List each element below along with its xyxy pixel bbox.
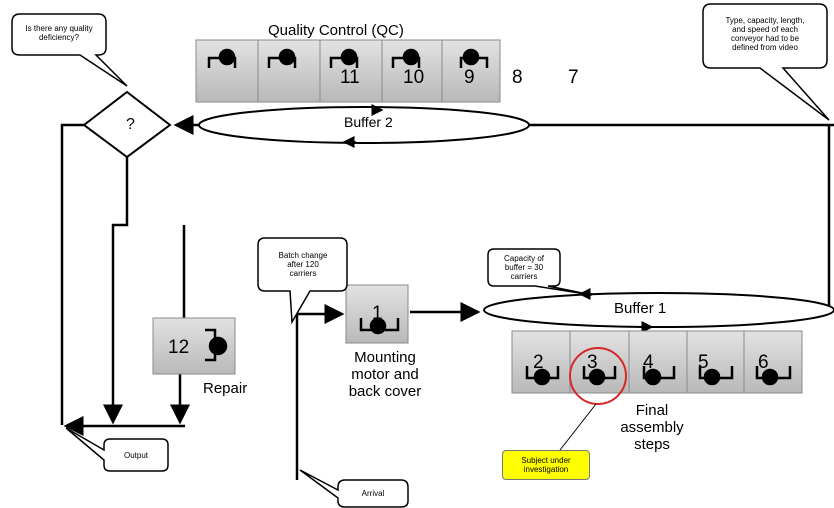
callout-line: investigation [523,465,569,474]
mounting-label-line: motor and [351,366,419,383]
subject-highlight-circle [569,347,627,405]
qc-stations [195,39,501,103]
quality-question-bubble [11,13,128,87]
mounting-label: Mounting motor and back cover [345,349,425,400]
output-text: Output [123,451,148,460]
callout-line: deficiency? [38,33,80,42]
batch-change-bubble [257,237,348,325]
callout-shapes [11,3,830,508]
carrier-icon [359,317,400,335]
assembly-station [628,330,688,394]
conveyor-definition-text: Type, capacity, length, and speed of eac… [706,16,824,52]
qc-extra-number: 8 [512,67,523,88]
decision-symbol: ? [126,116,135,133]
callout-line: Is there any quality [25,24,93,33]
batch-change-text: Batch change after 120 carriers [262,251,344,278]
callout-line: Subject under [521,456,571,465]
final-assembly-label: Final assembly steps [617,402,687,453]
mounting-label-line: back cover [348,383,422,400]
buffer1-label: Buffer 1 [614,300,667,317]
buffer-capacity-bubble [487,248,593,296]
assembly-station-number: 6 [758,352,769,373]
subject-pointer [559,403,597,451]
output-bubble [65,427,169,472]
mounting-label-line: Mounting [354,349,416,366]
output-flow [60,123,84,425]
carrier-icon [205,328,228,362]
final-assembly-label-line: Final [635,402,669,419]
buffer1-ellipse [483,292,834,328]
arrival-bubble [299,469,409,508]
carrier-icon [207,48,489,68]
quality-question-text: Is there any quality deficiency? [14,24,104,42]
callout-line: buffer = 30 [504,263,544,272]
final-assembly-label-line: steps [634,436,670,453]
arrival-text: Arrival [361,489,385,498]
repair-label: Repair [203,380,248,397]
buffer2-label: Buffer 2 [344,114,393,130]
qc-extra-number: 7 [568,67,579,88]
callout-line: carriers [510,272,538,281]
repair-flow [103,157,129,425]
buffer2-ellipse [198,106,530,144]
callout-line: Type, capacity, length, [725,16,805,25]
buffer-capacity-text: Capacity of buffer = 30 carriers [490,254,558,281]
mounting-station-number: 1 [372,303,383,324]
subject-under-investigation-label: Subject under investigation [502,450,590,480]
final-assembly-label-line: assembly [620,419,684,436]
assembly-station-number: 5 [698,352,709,373]
final-assembly-stations [511,330,803,394]
qc-station-number: 11 [340,67,360,88]
assembly-station-number: 3 [587,352,598,373]
callout-line: carriers [289,269,317,278]
qc-title: Quality Control (QC) [268,22,404,39]
callout-line: after 120 [287,260,319,269]
qc-station [441,39,501,103]
conveyor-definition-bubble [702,3,830,121]
callout-line: defined from video [732,43,798,52]
callout-line: Batch change [278,251,328,260]
callout-line: Capacity of [503,254,545,263]
assembly-station-number: 4 [643,352,654,373]
callout-line: conveyor had to be [730,34,800,43]
repair-station-number: 12 [168,337,190,358]
qc-station-number: 10 [403,67,425,88]
callout-line: and speed of each [732,25,798,34]
qc-station-number: 9 [464,67,475,88]
assembly-station-number: 2 [533,352,544,373]
carrier-icon [525,366,792,386]
